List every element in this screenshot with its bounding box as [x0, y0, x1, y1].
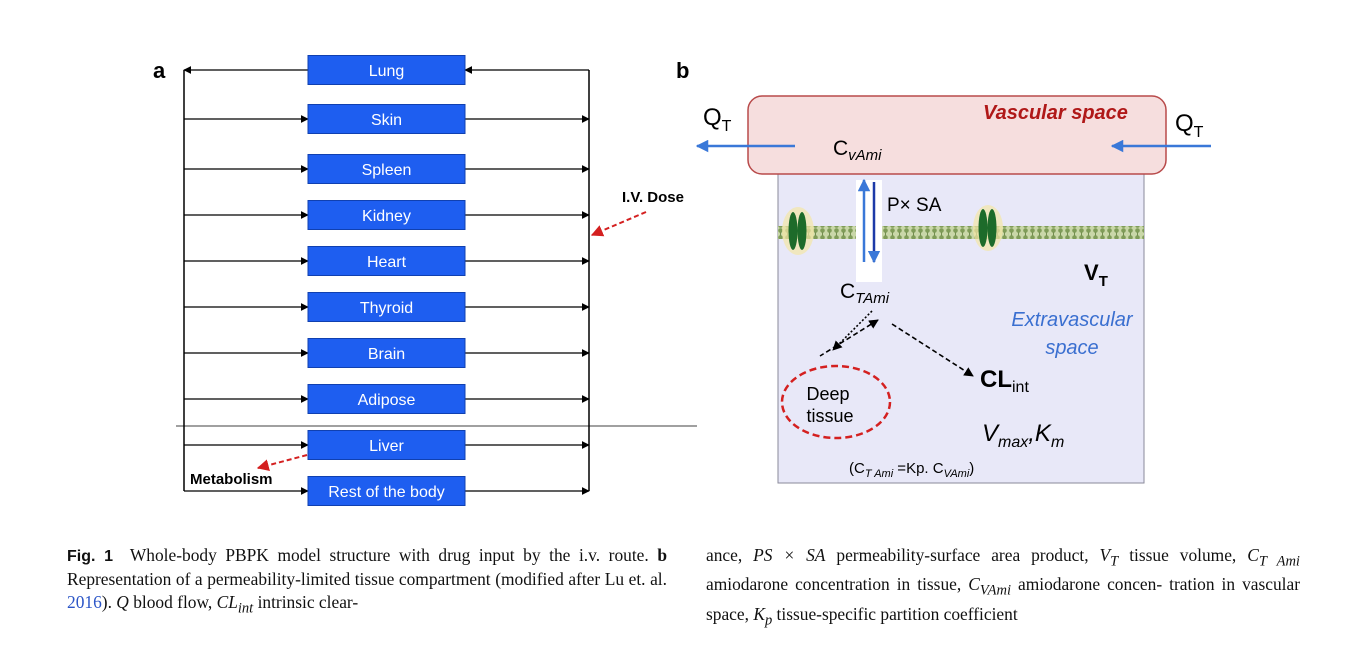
metabolism-arrow: [256, 454, 308, 472]
caption-text-9: amiodarone concen-: [1018, 574, 1163, 595]
caption-fig-label: Fig. 1: [67, 548, 114, 565]
caption-cv: CVAmi: [968, 574, 1011, 599]
to-deep-dotted-arrow: [832, 310, 873, 351]
caption-ps-sa: PS × SA: [753, 545, 826, 565]
compartment-label-lung: Lung: [369, 63, 405, 80]
caption-panel-b-ref: b: [657, 545, 667, 565]
to-clearance-arrow: [891, 323, 974, 377]
panel-b: b P× SA Vascular space QT QT: [676, 58, 1211, 484]
compartment-label-liver: Liver: [369, 438, 404, 455]
caption-text-8: amiodarone concentration in tissue,: [706, 574, 962, 595]
compartment-label-thyroid: Thyroid: [360, 300, 413, 317]
ct-ami-label: CTAmi: [840, 280, 890, 307]
caption-vt: VT: [1099, 545, 1119, 570]
compartment-box-spleen: [307, 154, 466, 184]
figure: a LungSkinSpleenKidneyHeartThyroidBrainA…: [153, 55, 1211, 506]
compartment-box-kidney: [307, 200, 466, 230]
compartment-box-skin: [307, 104, 466, 134]
compartment-box-brain: [307, 338, 466, 368]
caption-q: Q: [116, 592, 129, 612]
compartment-label-spleen: Spleen: [362, 162, 412, 179]
caption-text-3: blood flow,: [133, 592, 213, 612]
caption-citation-link[interactable]: 2016: [67, 592, 102, 612]
caption-kp: Kp: [753, 603, 773, 629]
cv-ami-label: CvAmi: [833, 137, 882, 164]
caption-ct: CT Ami: [1247, 545, 1300, 570]
compartment-box-lung: [307, 55, 466, 85]
channel-protein-left: [782, 207, 814, 255]
iv-dose-arrow: [590, 211, 647, 237]
compartment-box-thyroid: [307, 292, 466, 322]
vt-label: VT: [1084, 260, 1108, 290]
deep-tissue-label-1: Deep: [806, 384, 849, 404]
partition-equation: (CT Ami =Kp. CVAmi): [849, 460, 974, 480]
caption-text-2: Representation of a permeability-limited…: [67, 569, 667, 589]
qt-left-label: QT: [703, 104, 732, 135]
panel-a: a LungSkinSpleenKidneyHeartThyroidBrainA…: [153, 55, 697, 506]
deep-tissue-label-2: tissue: [806, 406, 853, 426]
caption-left: Fig. 1 Whole-body PBPK model structure w…: [67, 545, 667, 617]
from-deep-dashed-arrow: [819, 319, 879, 357]
deep-tissue-ellipse: [780, 364, 892, 440]
compartment-label-kidney: Kidney: [362, 208, 411, 225]
iv-dose-label: I.V. Dose: [622, 189, 684, 206]
channel-protein-right: [973, 205, 1003, 251]
compartment-label-skin: Skin: [371, 112, 402, 129]
caption-text-6: permeability-surface area product,: [836, 545, 1089, 565]
permeability-arrows: [857, 178, 881, 264]
caption-text-4: intrinsic clear-: [257, 592, 359, 612]
compartment-box-heart: [307, 246, 466, 276]
vascular-space-label: Vascular space: [983, 102, 1128, 124]
vmax-km-label: Vmax,Km: [982, 420, 1064, 451]
panel-a-diagram: LungSkinSpleenKidneyHeartThyroidBrainAdi…: [183, 55, 590, 506]
compartment-box-rest-of-the-body: [307, 476, 466, 506]
caption-text-7: tissue volume,: [1129, 545, 1237, 565]
extravascular-label-1: Extravascular: [1011, 309, 1133, 331]
caption-text-10: tration in vascular space,: [706, 574, 1301, 624]
pxsa-label: P× SA: [887, 195, 942, 216]
compartment-box-adipose: [307, 384, 466, 414]
compartment-box-liver: [307, 430, 466, 460]
caption-text-1: Whole-body PBPK model structure with dru…: [129, 545, 649, 565]
compartment-label-brain: Brain: [368, 346, 405, 363]
caption-text-11: tissue-specific partition coefficient: [776, 603, 1018, 624]
extravascular-label-2: space: [1045, 337, 1098, 359]
caption-cl: CLint: [216, 592, 254, 617]
cl-int-label: CLint: [980, 366, 1029, 396]
compartment-label-heart: Heart: [367, 254, 407, 271]
panel-a-label: a: [153, 58, 166, 83]
qt-right-label: QT: [1175, 110, 1204, 141]
cell-membrane: [778, 226, 1144, 239]
compartment-label-rest-of-the-body: Rest of the body: [328, 484, 445, 501]
caption-right: ance, PS × SA permeability-surface area …: [706, 544, 1300, 632]
metabolism-label: Metabolism: [190, 471, 273, 488]
panel-b-label: b: [676, 58, 689, 83]
vascular-space-box: [747, 95, 1167, 175]
compartment-label-adipose: Adipose: [358, 392, 416, 409]
caption-text-5: ance,: [706, 545, 743, 565]
